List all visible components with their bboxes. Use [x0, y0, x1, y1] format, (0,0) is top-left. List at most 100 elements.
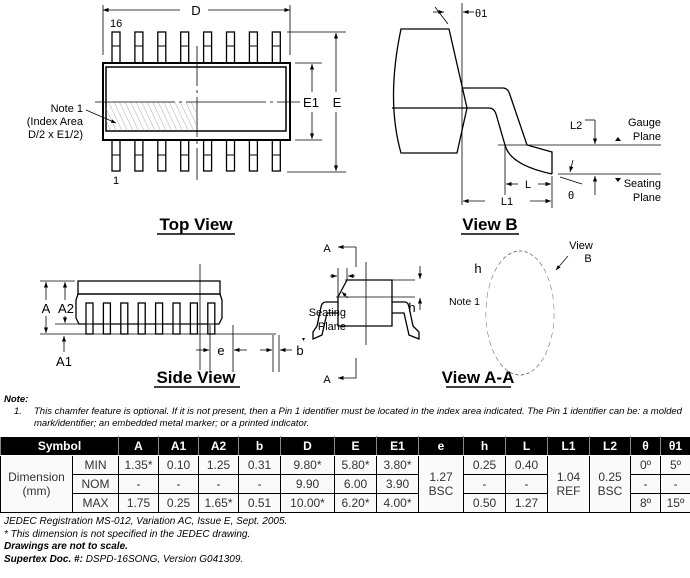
- table-cell: -: [463, 474, 506, 494]
- note-1-label: Note 1: [449, 296, 480, 308]
- table-cell: 9.90: [280, 474, 335, 494]
- L2-label: L2: [570, 120, 582, 132]
- table-cell: -: [630, 474, 661, 494]
- lead: [137, 302, 146, 335]
- column-header: b: [238, 436, 281, 456]
- column-header: e: [418, 436, 464, 456]
- row-group-label: Dimension (mm): [0, 455, 73, 513]
- L1-label: L1: [501, 196, 513, 208]
- lead: [172, 302, 181, 335]
- lead: [225, 31, 236, 64]
- table-cell: 6.00: [334, 474, 377, 494]
- notes: Note: 1. This chamfer feature is optiona…: [4, 394, 688, 430]
- column-header: θ: [630, 436, 661, 456]
- gauge-plane-label: Gauge: [628, 117, 661, 129]
- column-header: h: [463, 436, 506, 456]
- symbol-header: Symbol: [0, 436, 119, 456]
- table-cell: 5.80*: [334, 455, 377, 475]
- table-cell: -: [158, 474, 199, 494]
- row-label: NOM: [72, 474, 119, 494]
- row-label: MAX: [72, 493, 119, 513]
- jedec-note: JEDEC Registration MS-012, Variation AC,…: [4, 516, 288, 527]
- note-item: 1. This chamfer feature is optional. If …: [4, 406, 688, 430]
- top-view: D E1 E 16 1 Note 1 (Index Area D/2 x E1/…: [27, 3, 346, 235]
- table-cell: 0.25: [463, 455, 506, 475]
- table-cell: 3.80*: [376, 455, 419, 475]
- scale-note: Drawings are not to scale.: [4, 541, 128, 552]
- lead: [207, 302, 216, 335]
- section-marker-top: A: [323, 243, 331, 255]
- note-text: This chamfer feature is optional. If it …: [34, 406, 682, 429]
- lead: [120, 302, 129, 335]
- column-header: A2: [198, 436, 239, 456]
- table-cell: 0.25: [158, 493, 199, 513]
- note-line: D/2 x E1/2): [28, 129, 83, 141]
- table-cell: 0.40: [505, 455, 548, 475]
- column-header: A: [118, 436, 159, 456]
- dim-h-left-label: h: [408, 300, 415, 315]
- note-line: (Index Area: [27, 116, 84, 128]
- lead: [154, 302, 164, 335]
- table-cell: 9.80*: [280, 455, 335, 475]
- table-cell: 1.25: [198, 455, 239, 475]
- dim-b-label: b: [296, 343, 303, 358]
- view-b: θ1 L2 Gauge Plane Seating Plane L L1 θ V…: [392, 3, 661, 235]
- table-cell: 15º: [660, 493, 690, 513]
- table-cell: 10.00*: [280, 493, 335, 513]
- side-view-title: Side View: [156, 368, 236, 387]
- table-cell: -: [660, 474, 690, 494]
- table-cell: 4.00*: [376, 493, 419, 513]
- dim-D-label: D: [191, 3, 200, 18]
- table-cell: 0.50: [463, 493, 506, 513]
- index-area: [106, 102, 196, 131]
- side-view: A A2 A1 Seating Plane e b A A Side View: [40, 243, 357, 388]
- lead: [271, 31, 281, 64]
- dim-A2-label: A2: [58, 301, 74, 316]
- table-cell: -: [238, 474, 281, 494]
- view-a-a: h h Note 1 View B View A-A: [312, 240, 593, 388]
- pin-1-label: 1: [113, 175, 119, 187]
- column-header: E1: [376, 436, 419, 456]
- table-cell: 1.35*: [118, 455, 159, 475]
- lead: [111, 31, 121, 64]
- lead: [180, 31, 190, 64]
- dim-E1-label: E1: [303, 95, 319, 110]
- dim-e-label: e: [217, 343, 224, 358]
- lead: [102, 302, 112, 335]
- notes-heading: Note:: [4, 394, 29, 405]
- lead: [202, 31, 213, 64]
- lead: [189, 302, 199, 335]
- column-header: L2: [589, 436, 631, 456]
- pin-16-label: 16: [110, 18, 122, 30]
- dim-A1-label: A1: [56, 354, 72, 369]
- lead: [134, 31, 144, 64]
- table-cell: -: [505, 474, 548, 494]
- merged-cell-L2: 0.25 BSC: [589, 455, 631, 513]
- column-header: θ1: [660, 436, 690, 456]
- note-number: 1.: [14, 406, 22, 417]
- lead: [157, 31, 167, 64]
- theta1-label: θ1: [475, 8, 487, 20]
- table-cell: 1.75: [118, 493, 159, 513]
- dim-E-label: E: [333, 95, 342, 110]
- table-cell: -: [118, 474, 159, 494]
- seating-plane-label: Plane: [633, 192, 661, 204]
- table-cell: 6.20*: [334, 493, 377, 513]
- table-cell: 5º: [660, 455, 690, 475]
- table-cell: 1.65*: [198, 493, 239, 513]
- seating-plane-label: Seating: [624, 178, 661, 190]
- column-header: L1: [547, 436, 590, 456]
- lead: [85, 302, 94, 335]
- table-cell: 3.90: [376, 474, 419, 494]
- table-cell: 8º: [630, 493, 661, 513]
- table-cell: 0.31: [238, 455, 281, 475]
- view-b-ref-label: B: [584, 253, 591, 265]
- doc-value: DSPD-16SONG, Version G041309.: [85, 553, 244, 565]
- table-cell: 1.27: [505, 493, 548, 513]
- gauge-plane-label: Plane: [633, 131, 661, 143]
- column-header: E: [334, 436, 377, 456]
- table-cell: 0º: [630, 455, 661, 475]
